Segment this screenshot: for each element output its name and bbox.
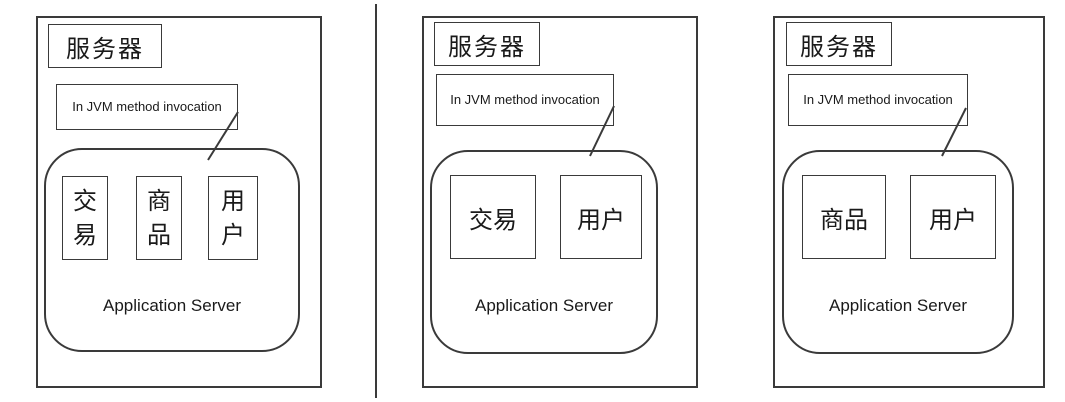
application-server-label: Application Server [829, 296, 967, 315]
panel-divider [375, 4, 377, 398]
jvm-invocation-note-text: In JVM method invocation [803, 92, 953, 107]
application-server-label: Application Server [103, 296, 241, 315]
module-trade: 交易 [62, 176, 108, 260]
server-label: 服务器 [48, 24, 162, 68]
application-server-2: Application Server [430, 150, 658, 354]
module-user: 用户 [910, 175, 996, 259]
module-trade: 交易 [450, 175, 536, 259]
module-product: 商品 [136, 176, 182, 260]
jvm-invocation-note-text: In JVM method invocation [450, 92, 600, 107]
server-label: 服务器 [786, 22, 892, 66]
module-product: 商品 [802, 175, 886, 259]
application-server-1: Application Server [44, 148, 300, 352]
application-server-label: Application Server [475, 296, 613, 315]
jvm-invocation-note-text: In JVM method invocation [72, 99, 222, 114]
jvm-invocation-note: In JVM method invocation [56, 84, 238, 130]
jvm-invocation-note: In JVM method invocation [436, 74, 614, 126]
application-server-3: Application Server [782, 150, 1014, 354]
server-label: 服务器 [434, 22, 540, 66]
module-user: 用户 [560, 175, 642, 259]
module-user: 用户 [208, 176, 258, 260]
jvm-invocation-note: In JVM method invocation [788, 74, 968, 126]
